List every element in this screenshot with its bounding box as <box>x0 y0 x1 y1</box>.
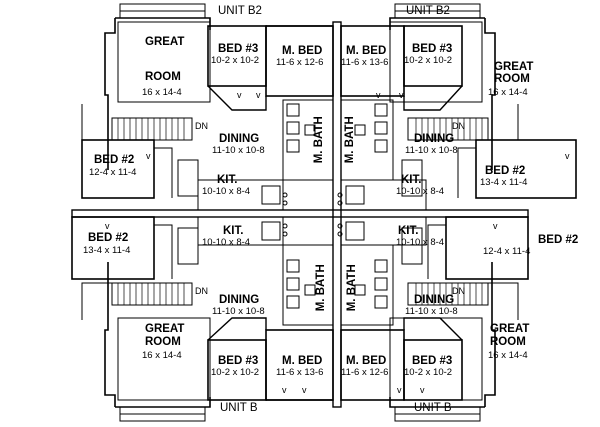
dining-tl-dim: 11-10 x 10-8 <box>212 145 265 156</box>
great-room-bl-dim: 16 x 14-4 <box>142 350 182 361</box>
stair-dn-tr: DN <box>452 121 465 131</box>
stair-dn-br: DN <box>452 286 465 296</box>
bed3-br-name: BED #3 <box>412 355 453 367</box>
bed3-bl-dim: 10-2 x 10-2 <box>211 367 260 378</box>
bed2-br-name: BED #2 <box>538 234 579 246</box>
mbed-tl-dim: 11-6 x 12-6 <box>276 57 324 68</box>
v-mark-4: v <box>399 90 404 100</box>
dining-tr-name: DINING <box>414 133 455 145</box>
dining-bl-dim: 11-10 x 10-8 <box>212 306 265 317</box>
great-room-br-line1: GREAT <box>490 323 530 335</box>
mbath-tr: M. BATH <box>343 116 356 164</box>
v-mark-7: v <box>105 221 110 231</box>
mbed-tr-dim: 11-6 x 13-6 <box>341 57 389 68</box>
v-mark-3: v <box>376 90 381 100</box>
mbed-tl-name: M. BED <box>282 45 323 57</box>
bed2-tl-name: BED #2 <box>94 154 135 166</box>
bed3-tl-dim: 10-2 x 10-2 <box>211 55 260 66</box>
great-room-bl-line2: ROOM <box>145 336 181 348</box>
mbed-br-dim: 11-6 x 12-6 <box>341 367 389 378</box>
v-mark-10: v <box>302 385 307 395</box>
dining-br-name: DINING <box>414 294 455 306</box>
v-mark-9: v <box>282 385 287 395</box>
great-room-bl-line1: GREAT <box>145 323 185 335</box>
dining-tl-name: DINING <box>219 133 260 145</box>
plan-linework <box>71 3 577 422</box>
bed3-tr-name: BED #3 <box>412 43 453 55</box>
bed2-tr-dim: 13-4 x 11-4 <box>480 177 528 188</box>
unit-label-top-left: UNIT B2 <box>218 5 262 17</box>
v-mark-11: v <box>397 385 402 395</box>
bed2-tl-dim: 12-4 x 11-4 <box>89 167 137 178</box>
mbath-bl: M. BATH <box>314 264 327 312</box>
mbed-tr-name: M. BED <box>346 45 387 57</box>
bed2-br-dim: 12-4 x 11-4 <box>483 246 531 257</box>
v-mark-5: v <box>146 151 151 161</box>
great-room-tl-dim: 16 x 14-4 <box>142 87 182 98</box>
unit-label-bottom-right: UNIT B <box>414 402 452 414</box>
great-room-tr-line2: ROOM <box>494 73 530 85</box>
mbed-br-name: M. BED <box>346 355 387 367</box>
bed3-tr-dim: 10-2 x 10-2 <box>404 55 453 66</box>
bed2-bl-dim: 13-4 x 11-4 <box>83 245 131 256</box>
great-room-tl-line1: GREAT <box>145 36 185 48</box>
bed3-bl-name: BED #3 <box>218 355 259 367</box>
great-room-br-dim: 16 x 14-4 <box>488 350 528 361</box>
bed2-bl-name: BED #2 <box>88 232 129 244</box>
v-mark-12: v <box>420 385 425 395</box>
v-mark-8: v <box>493 221 498 231</box>
kit-br-dim: 10-10 x 8-4 <box>396 237 445 248</box>
great-room-tl-line2: ROOM <box>145 71 181 83</box>
unit-label-top-right: UNIT B2 <box>406 5 450 17</box>
unit-label-bottom-left: UNIT B <box>220 402 258 414</box>
kit-br-name: KIT. <box>398 225 419 237</box>
dining-tr-dim: 11-10 x 10-8 <box>405 145 458 156</box>
v-mark-2: v <box>256 90 261 100</box>
v-mark-6: v <box>565 151 570 161</box>
dining-br-dim: 11-10 x 10-8 <box>405 306 458 317</box>
mbed-bl-dim: 11-6 x 13-6 <box>276 367 324 378</box>
great-room-br-line2: ROOM <box>490 336 526 348</box>
great-room-tr-line1: GREAT <box>494 61 534 73</box>
kit-bl-dim: 10-10 x 8-4 <box>202 237 251 248</box>
v-mark-1: v <box>237 90 242 100</box>
kit-bl-name: KIT. <box>223 225 244 237</box>
mbath-br: M. BATH <box>345 264 358 312</box>
mbath-tl: M. BATH <box>312 116 325 164</box>
great-room-tr-dim: 16 x 14-4 <box>488 87 528 98</box>
bed2-tr-name: BED #2 <box>485 165 526 177</box>
kit-tl-name: KIT. <box>217 174 238 186</box>
dining-bl-name: DINING <box>219 294 260 306</box>
kit-tl-dim: 10-10 x 8-4 <box>202 186 251 197</box>
bed3-br-dim: 10-2 x 10-2 <box>404 367 453 378</box>
mbed-bl-name: M. BED <box>282 355 323 367</box>
stair-dn-tl: DN <box>195 121 208 131</box>
kit-tr-dim: 10-10 x 8-4 <box>396 186 445 197</box>
kit-tr-name: KIT. <box>401 174 422 186</box>
stair-dn-bl: DN <box>195 286 208 296</box>
bed3-tl-name: BED #3 <box>218 43 259 55</box>
